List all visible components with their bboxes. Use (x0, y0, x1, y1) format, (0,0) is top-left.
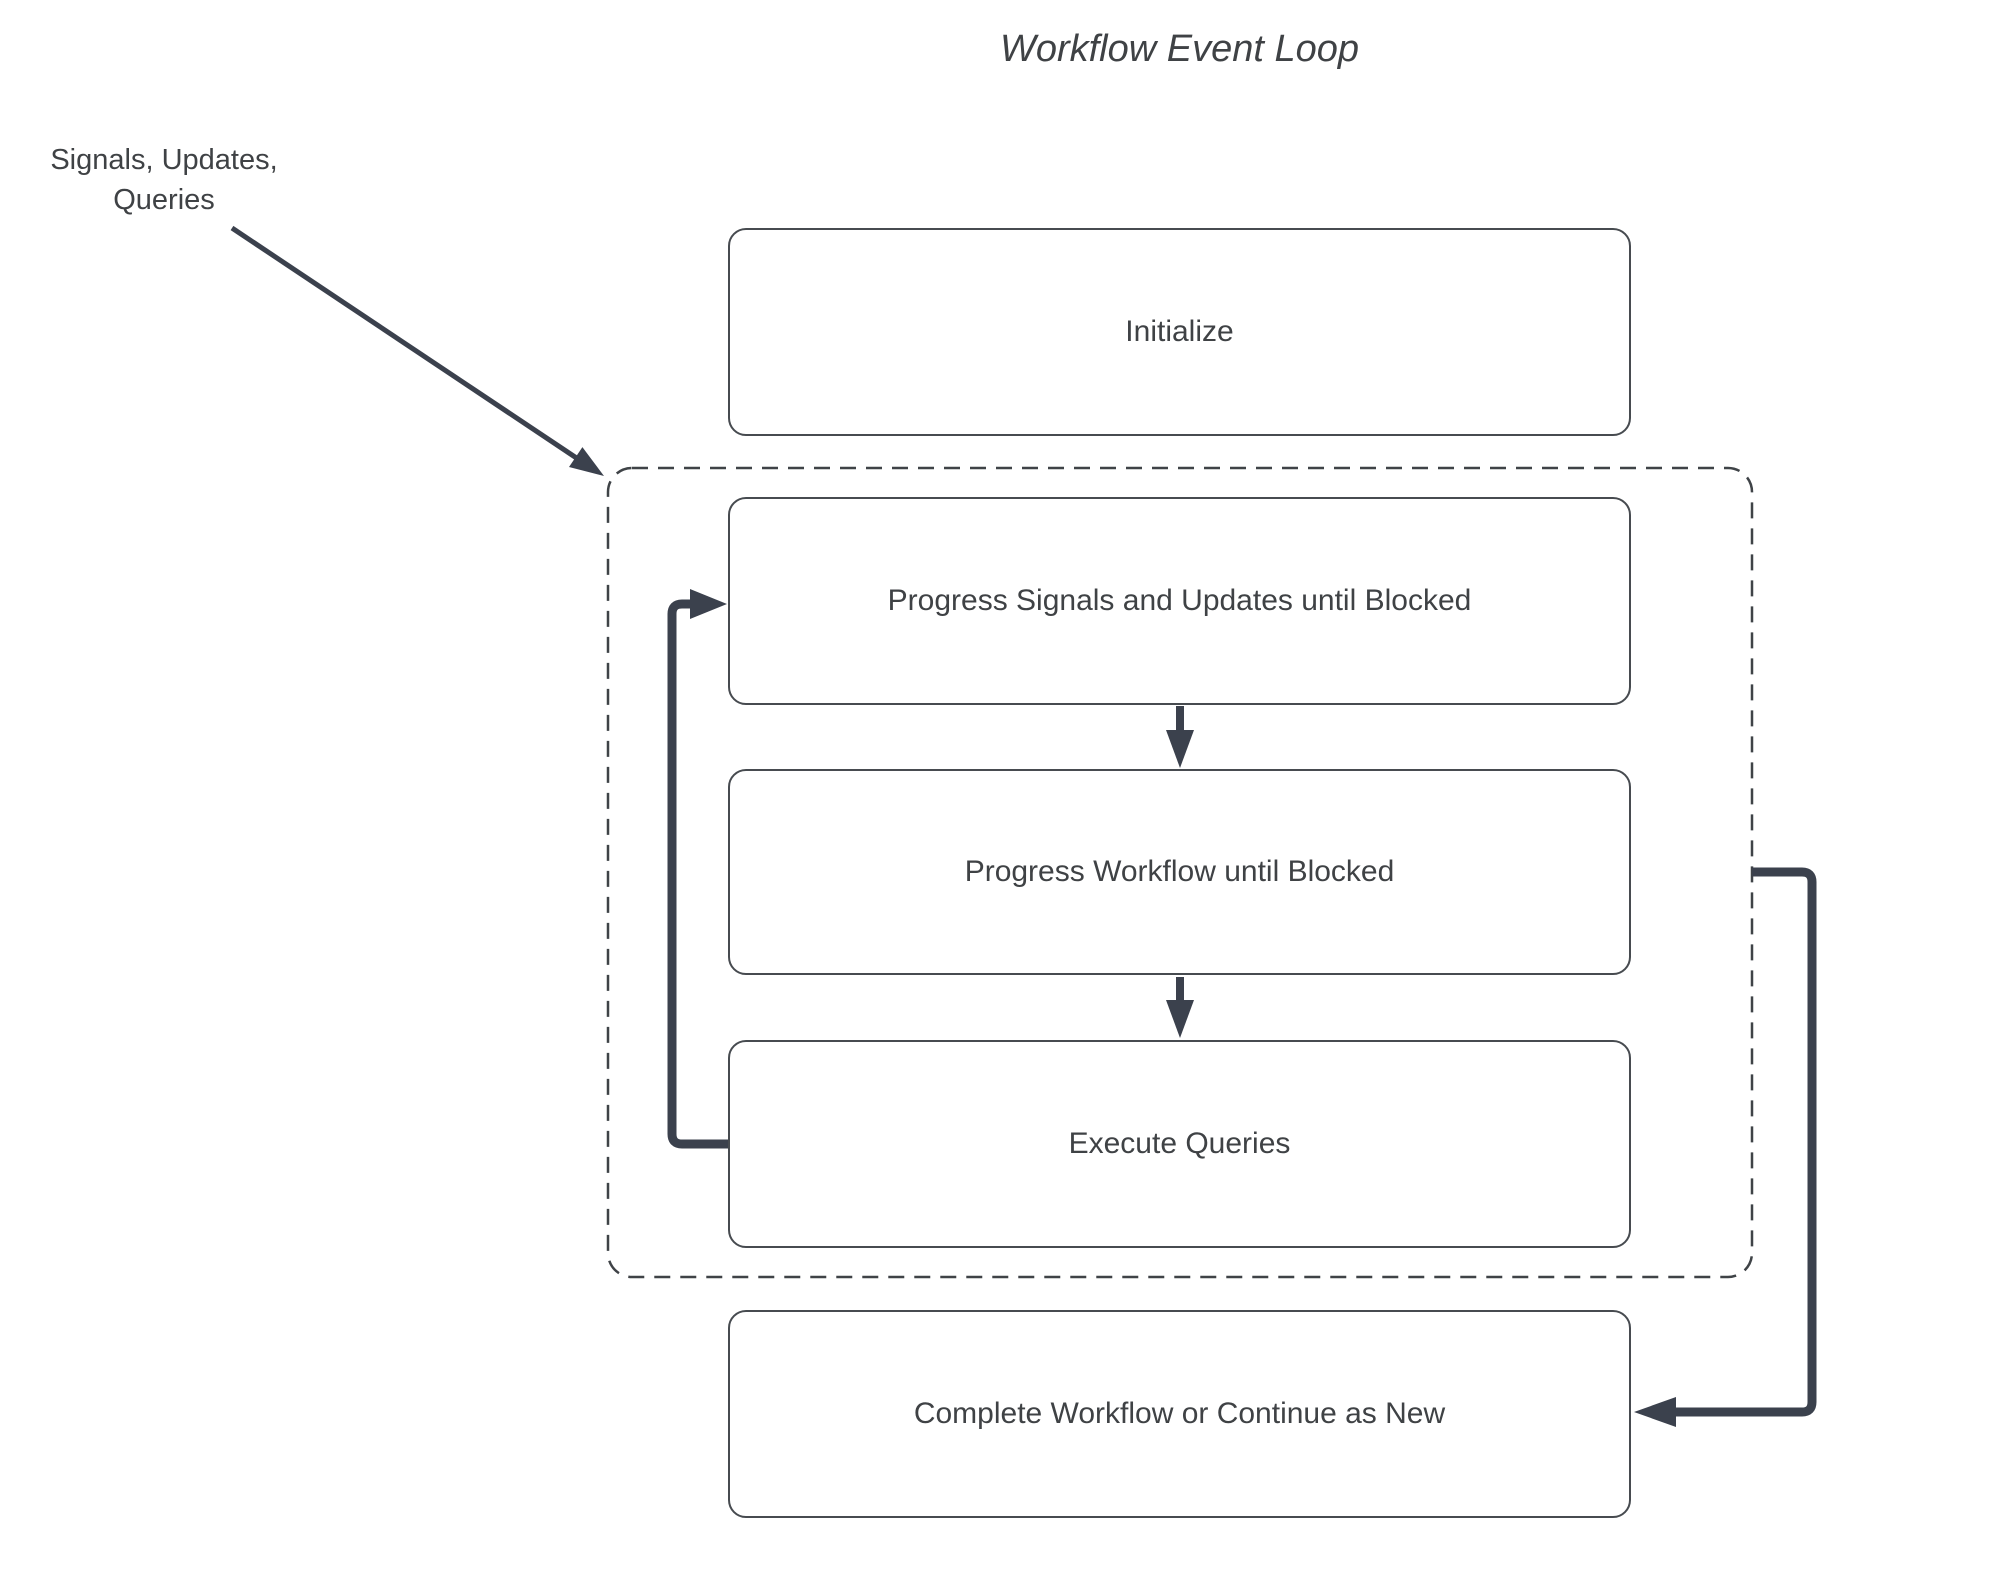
edge-signals-to-group-arrow (230, 225, 604, 476)
edge-execute-queries-to-progress-signals-loop-arrow (667, 589, 728, 1149)
edge-group-to-complete-workflow-arrow (1634, 867, 1817, 1427)
external-input-label-line2: Queries (113, 184, 215, 216)
external-input-label-line1: Signals, Updates, (50, 144, 278, 176)
edge-progress-signals-to-progress-workflow-arrow (1166, 706, 1194, 768)
node-initialize: Initialize (728, 228, 1631, 436)
node-progress-signals-and-updates: Progress Signals and Updates until Block… (728, 497, 1631, 705)
node-execute-queries: Execute Queries (728, 1040, 1631, 1248)
node-complete-workflow: Complete Workflow or Continue as New (728, 1310, 1631, 1518)
edge-progress-workflow-to-execute-queries-arrow (1166, 977, 1194, 1038)
diagram-title: Workflow Event Loop (999, 28, 1360, 70)
node-progress-workflow: Progress Workflow until Blocked (728, 769, 1631, 975)
external-input-label: Signals, Updates, Queries (24, 140, 304, 220)
